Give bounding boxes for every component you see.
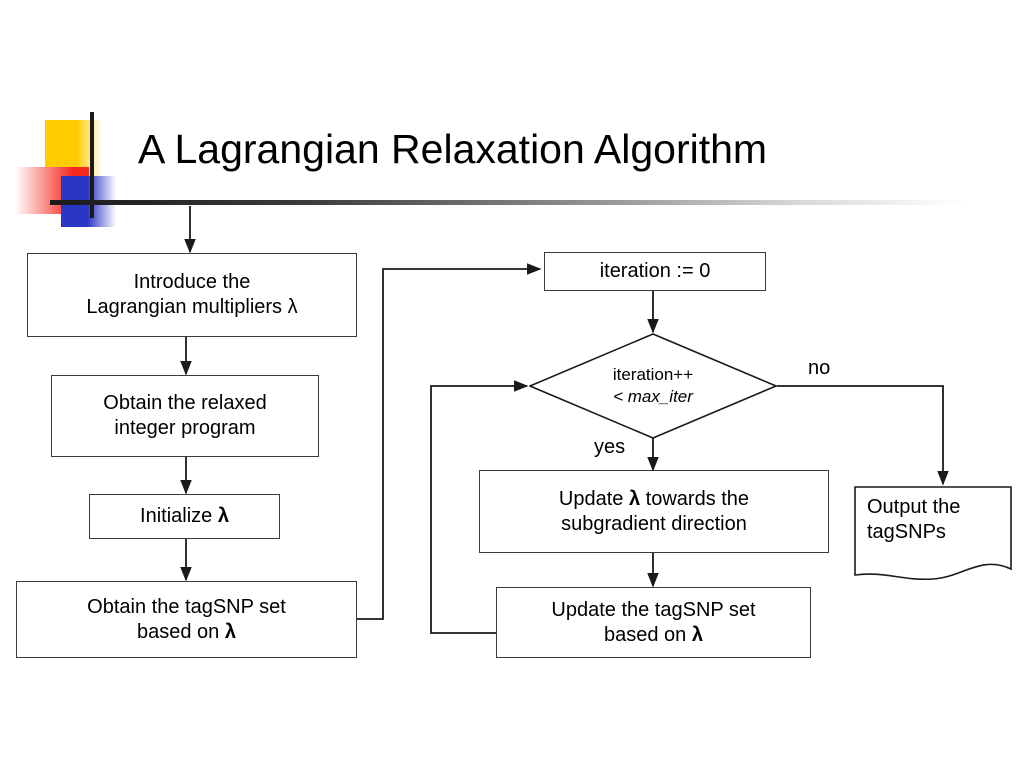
node-output-tagsnps[interactable]: Output the tagSNPs bbox=[853, 485, 1013, 587]
node-obtain-tagsnp-line2: based on λ bbox=[137, 620, 236, 643]
node-output-line2: tagSNPs bbox=[867, 521, 946, 543]
lambda-symbol: λ bbox=[628, 487, 641, 510]
lambda-symbol: λ bbox=[217, 505, 229, 527]
node-initialize-lambda[interactable]: Initialize λ bbox=[89, 494, 280, 539]
edge-label-no: no bbox=[808, 357, 831, 379]
node-obtain-relaxed-program[interactable]: Obtain the relaxed integer program bbox=[51, 375, 319, 457]
node-iteration-zero[interactable]: iteration := 0 bbox=[544, 252, 766, 291]
node-decision-iteration-max[interactable]: iteration++ < max_iter bbox=[529, 333, 777, 439]
node-initialize-lambda-label: Initialize λ bbox=[140, 505, 229, 527]
node-relax-line2: integer program bbox=[114, 417, 256, 439]
node-introduce-line2: Lagrangian multipliers λ bbox=[86, 296, 298, 318]
node-update-lambda[interactable]: Update λ towards the subgradient directi… bbox=[479, 470, 829, 553]
node-update-lambda-line1: Update λ towards the bbox=[558, 487, 750, 510]
lambda-symbol: λ bbox=[224, 620, 236, 643]
node-obtain-tagsnp-line1: Obtain the tagSNP set bbox=[87, 595, 286, 618]
edge-label-yes: yes bbox=[594, 436, 626, 458]
node-obtain-tagsnp-set[interactable]: Obtain the tagSNP set based on λ bbox=[16, 581, 357, 658]
node-update-tagsnp-line2: based on λ bbox=[604, 623, 703, 646]
page-title: A Lagrangian Relaxation Algorithm bbox=[138, 126, 768, 172]
title-divider-rule bbox=[50, 200, 965, 205]
node-output-line1: Output the bbox=[867, 496, 961, 518]
decoration-vertical-rule bbox=[90, 112, 94, 218]
node-update-tagsnp-set[interactable]: Update the tagSNP set based on λ bbox=[496, 587, 811, 658]
node-update-lambda-line2: subgradient direction bbox=[561, 512, 747, 535]
node-introduce-line1: Introduce the bbox=[133, 271, 251, 293]
node-relax-line1: Obtain the relaxed bbox=[103, 392, 267, 414]
node-iteration-zero-label: iteration := 0 bbox=[599, 260, 711, 282]
node-update-tagsnp-line1: Update the tagSNP set bbox=[551, 598, 756, 621]
node-introduce[interactable]: Introduce the Lagrangian multipliers λ bbox=[27, 253, 357, 337]
lambda-symbol: λ bbox=[691, 623, 703, 646]
